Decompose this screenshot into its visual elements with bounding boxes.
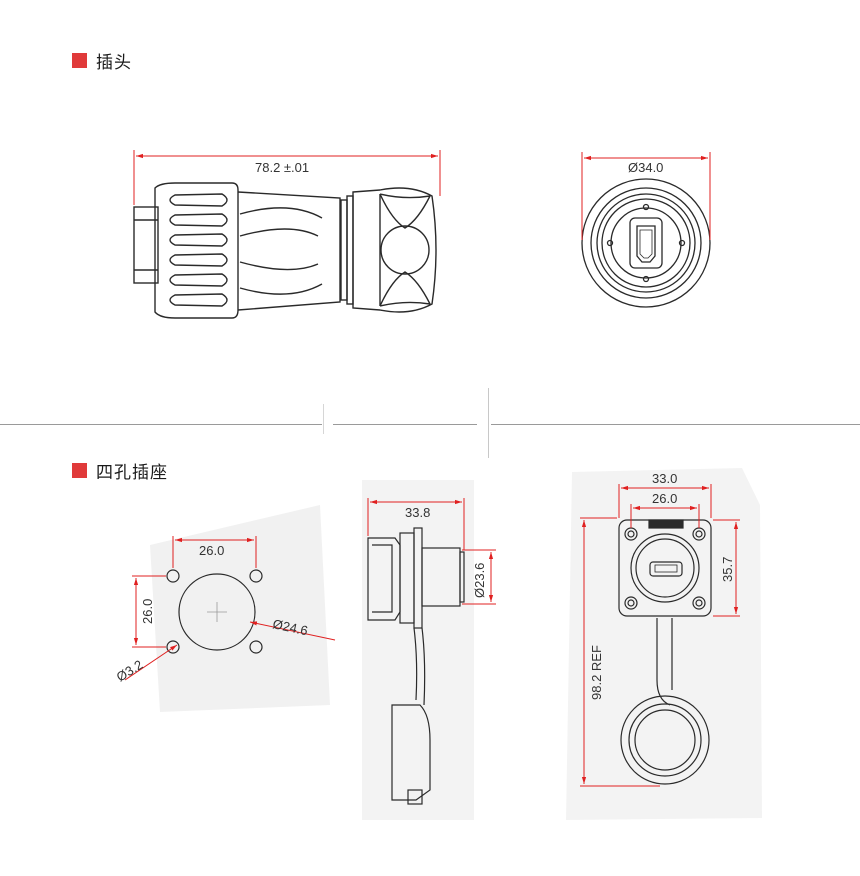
panel-cutout-view — [166, 569, 263, 654]
section-divider — [0, 424, 322, 425]
section-divider — [333, 424, 477, 425]
socket-side-dimensions — [367, 498, 496, 605]
red-square-icon — [72, 463, 87, 478]
cutout-diameter-label: Ø24.6 — [271, 616, 309, 638]
socket-section-title: 四孔插座 — [72, 458, 168, 483]
plug-length-label: 78.2 ±.01 — [255, 160, 309, 175]
socket-side-view — [367, 527, 465, 805]
cutout-dimensions — [124, 536, 336, 681]
socket-front-dimensions — [580, 484, 740, 787]
flange-height-label: 35.7 — [720, 557, 735, 582]
overall-length-label: 98.2 REF — [589, 645, 604, 700]
flange-width-label: 33.0 — [652, 471, 677, 486]
socket-title-text: 四孔插座 — [96, 463, 168, 483]
socket-background-panel — [362, 480, 474, 820]
hole-pitch-label: 26.0 — [652, 491, 677, 506]
socket-depth-label: 33.8 — [405, 505, 430, 520]
vertical-divider — [488, 388, 489, 458]
plug-length-dimension — [133, 150, 441, 205]
plug-diameter-label: Ø34.0 — [628, 160, 663, 175]
plug-side-view — [133, 182, 437, 319]
plug-section-title: 插头 — [72, 48, 132, 73]
plug-diameter-dimension — [581, 152, 711, 240]
plug-front-view — [581, 178, 711, 308]
vertical-divider — [323, 404, 324, 434]
plug-title-text: 插头 — [96, 53, 132, 73]
socket-background-panel — [150, 505, 330, 712]
red-square-icon — [72, 53, 87, 68]
hole-spacing-v-label: 26.0 — [140, 599, 155, 624]
hole-spacing-h-label: 26.0 — [199, 543, 224, 558]
socket-body-diameter-label: Ø23.6 — [472, 563, 487, 598]
hole-diameter-label: Ø3.2 — [114, 657, 146, 685]
section-divider — [491, 424, 860, 425]
socket-background-panel — [566, 468, 762, 820]
socket-front-view — [618, 519, 712, 785]
